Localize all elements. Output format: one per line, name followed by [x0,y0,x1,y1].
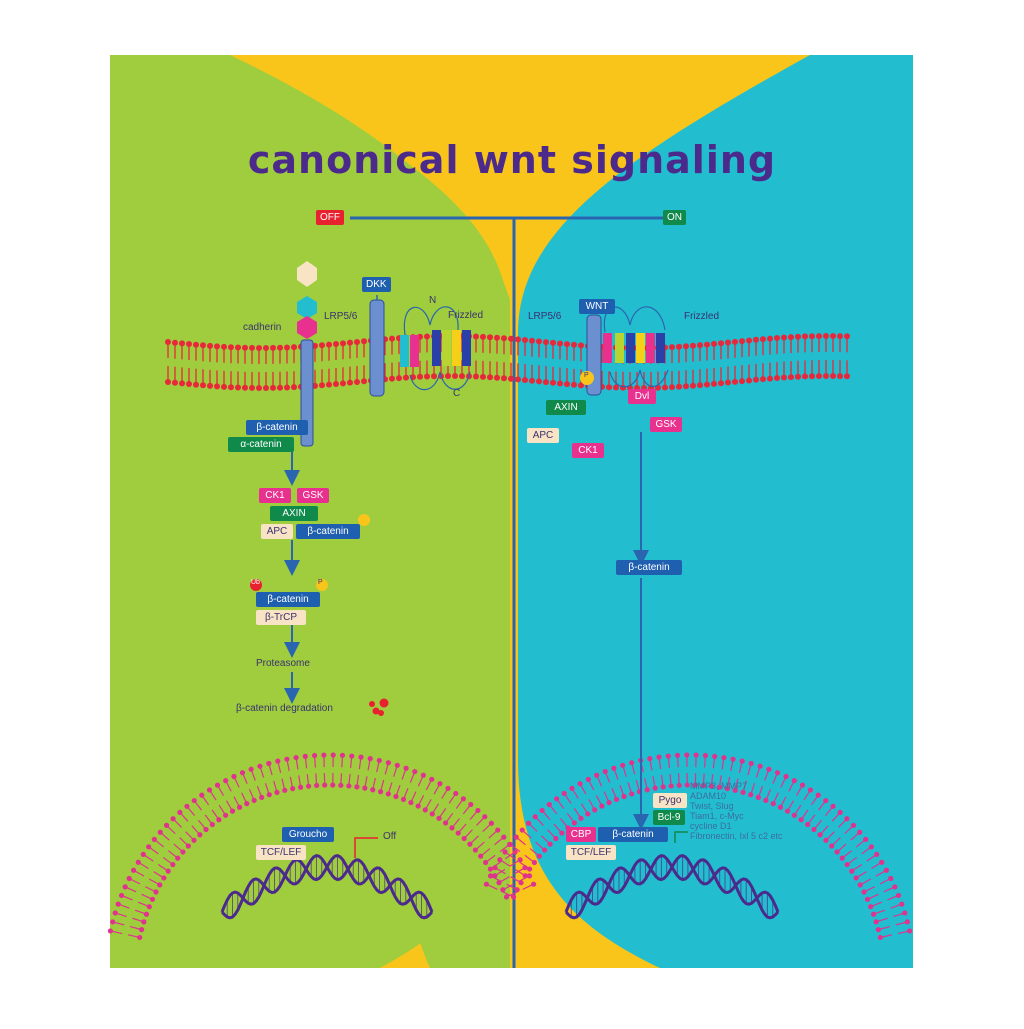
beta-catenin-membrane: β-catenin [246,420,308,435]
off-gene-label: Off [383,831,396,842]
target-gene: Tiam1, c-Myc [690,811,783,821]
lrp-bar-off [370,300,384,396]
proteasome-label: Proteasome [256,658,310,669]
p-label-on: P [584,372,589,379]
dvl-label: Dvl [628,389,656,404]
p-label-off: P [318,579,323,586]
ck1-label-on: CK1 [572,443,604,458]
groucho-label: Groucho [282,827,334,842]
n-terminus-label: N [429,295,436,306]
target-gene: ADAM10 [690,791,783,801]
target-gene: Fibronectin, Ixl 5 c2 etc [690,831,783,841]
btrcp-label: β-TrCP [256,610,306,625]
target-genes-list: MMP3, MMP7 ADAM10 Twist, Slug Tiam1, c-M… [690,781,783,841]
lrp-label-on: LRP5/6 [528,311,561,322]
ck1-label-off: CK1 [259,488,291,503]
ub-label: Ub [251,579,260,586]
on-state-label: ON [663,210,686,225]
c-terminus-label: C [453,388,460,399]
frizzled-label-off: Frizzled [448,310,483,321]
dkk-label: DKK [362,277,391,292]
target-gene: Twist, Slug [690,801,783,811]
apc-label-on: APC [527,428,559,443]
bcl9-label: Bcl-9 [653,810,685,825]
page-title: canonical wnt signaling [0,138,1024,182]
alpha-catenin-label: α-catenin [228,437,294,452]
tcf-lef-label-on: TCF/LEF [566,845,616,860]
beta-catenin-stabilized: β-catenin [616,560,682,575]
target-gene: cycline D1 [690,821,783,831]
off-state-label: OFF [316,210,344,225]
beta-catenin-ubiquitinated: β-catenin [256,592,320,607]
cadherin-label: cadherin [243,322,281,333]
lrp-label-off: LRP5/6 [324,311,357,322]
beta-catenin-nuclear: β-catenin [598,827,668,842]
tcf-lef-label-off: TCF/LEF [256,845,306,860]
axin-label-on: AXIN [546,400,586,415]
gsk-label-on: GSK [650,417,682,432]
beta-catenin-complex: β-catenin [296,524,360,539]
frizzled-label-on: Frizzled [684,311,719,322]
degradation-label: β-catenin degradation [236,703,333,714]
pygo-label: Pygo [653,793,687,808]
wnt-label: WNT [579,299,615,314]
apc-label-off: APC [261,524,293,539]
axin-label-off: AXIN [270,506,318,521]
cbp-label: CBP [566,827,596,842]
target-gene: MMP3, MMP7 [690,781,783,791]
gsk-label-off: GSK [297,488,329,503]
